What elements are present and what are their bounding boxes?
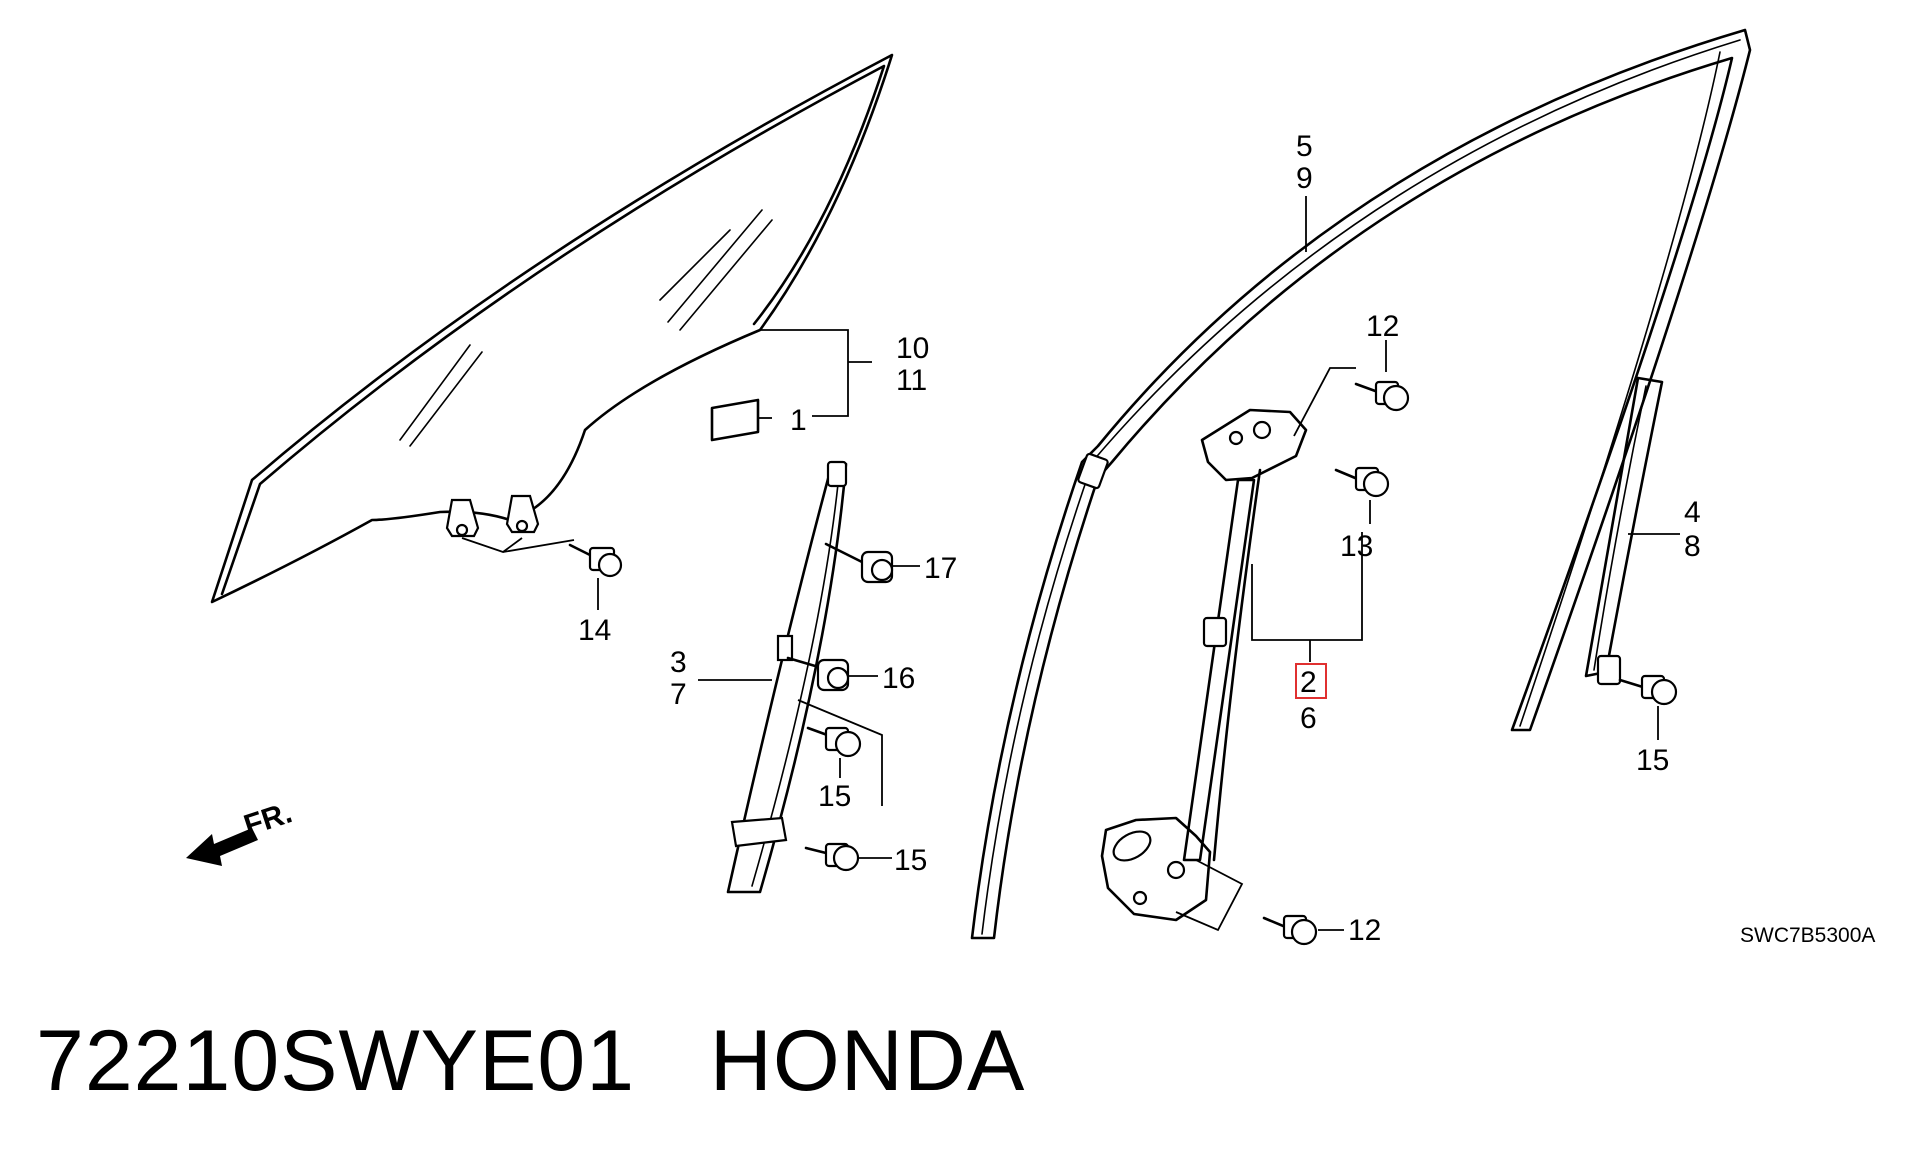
direction-label: FR. xyxy=(240,796,296,842)
nut-icon xyxy=(786,656,850,692)
callout-13: 13 xyxy=(1340,530,1373,563)
callout-9: 9 xyxy=(1296,162,1313,195)
front-direction-arrow: FR. xyxy=(186,796,296,866)
callout-15-middle: 15 xyxy=(818,780,851,813)
bolt-icon xyxy=(806,726,862,758)
glass-label-sticker xyxy=(710,398,760,442)
bolt-icon xyxy=(1334,466,1390,498)
door-sash-molding xyxy=(970,28,1752,940)
callout-6: 6 xyxy=(1300,702,1317,735)
callout-highlight-box xyxy=(1295,663,1327,699)
callout-15-right: 15 xyxy=(1636,744,1669,777)
callout-4: 4 xyxy=(1684,496,1701,529)
nut-icon xyxy=(824,542,894,584)
callout-17: 17 xyxy=(924,552,957,585)
bolt-icon xyxy=(1618,674,1678,706)
bolt-icon xyxy=(568,543,623,578)
part-number-caption: 72210SWYE01 HONDA xyxy=(36,1013,1026,1109)
callout-2: 2 xyxy=(1300,666,1317,699)
callout-1: 1 xyxy=(790,404,807,437)
bolt-icon xyxy=(1354,380,1410,412)
drawing-code: SWC7B5300A xyxy=(1740,924,1875,947)
callout-7: 7 xyxy=(670,678,687,711)
callout-12-top: 12 xyxy=(1366,310,1399,343)
window-regulator xyxy=(1100,408,1308,922)
front-run-channel xyxy=(726,460,848,894)
callout-14: 14 xyxy=(578,614,611,647)
door-glass xyxy=(210,53,894,604)
callout-12-bottom: 12 xyxy=(1348,914,1381,947)
callout-10: 10 xyxy=(896,332,929,365)
callout-11: 11 xyxy=(896,364,927,397)
bolt-icon xyxy=(1262,914,1318,946)
bolt-icon xyxy=(804,842,860,872)
callout-5: 5 xyxy=(1296,130,1313,163)
callout-8: 8 xyxy=(1684,530,1701,563)
callout-3: 3 xyxy=(670,646,687,679)
callout-15-bottom: 15 xyxy=(894,844,927,877)
callout-16: 16 xyxy=(882,662,915,695)
rear-run-channel xyxy=(1584,376,1664,686)
